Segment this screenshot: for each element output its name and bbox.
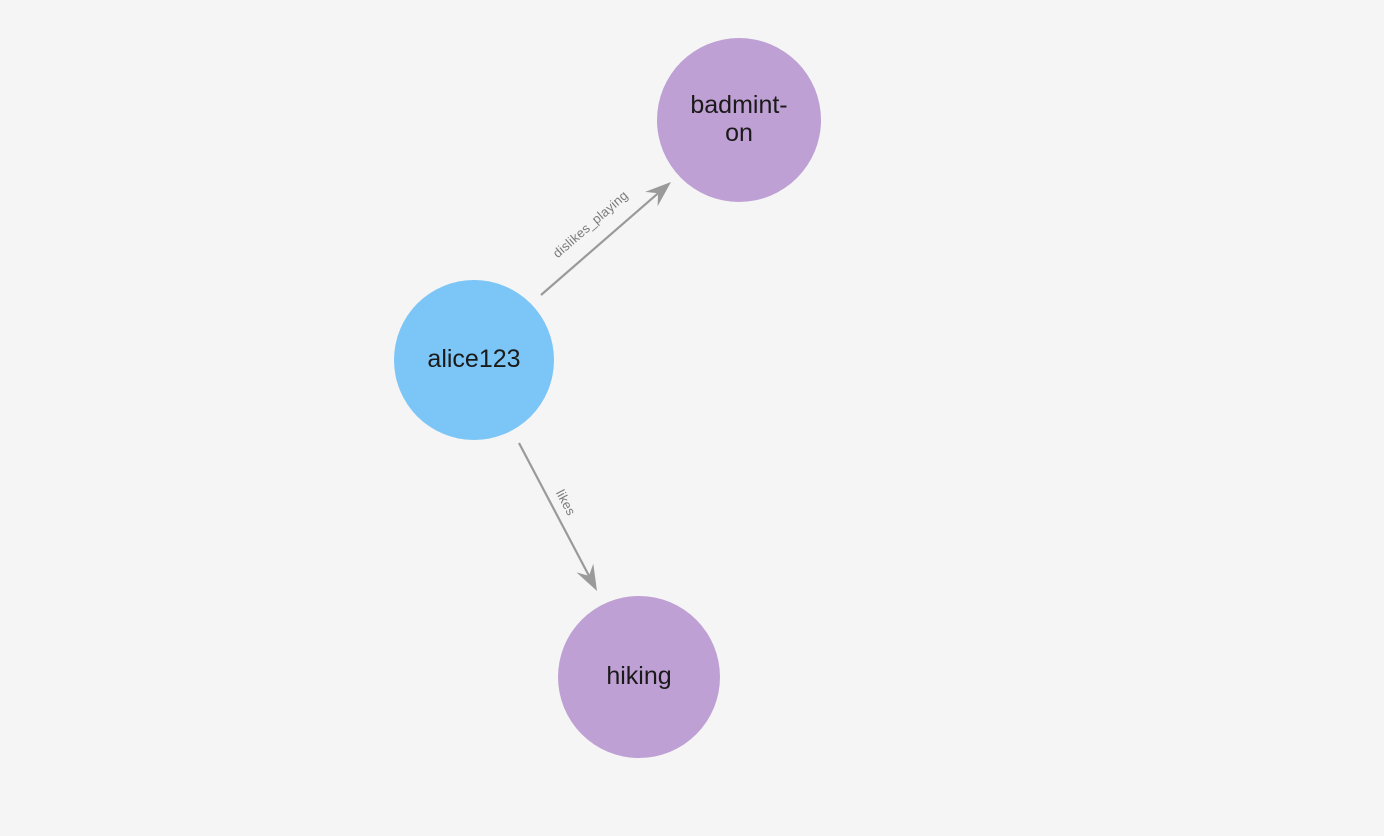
edge-label-dislikes-playing: dislikes_playing (550, 188, 631, 261)
edge-line (540, 191, 660, 296)
arrowhead-icon (645, 182, 671, 207)
node-alice123[interactable]: alice123 (394, 280, 554, 440)
edge-likes[interactable]: likes (518, 442, 597, 591)
node-circle[interactable] (394, 280, 554, 440)
node-circle[interactable] (558, 596, 720, 758)
edge-line (518, 442, 591, 578)
node-badminton[interactable]: badmint-on (657, 38, 821, 202)
node-circle[interactable] (657, 38, 821, 202)
edge-dislikes-playing[interactable]: dislikes_playing (540, 182, 671, 296)
nodes-layer: alice123 badmint-on hiking (394, 38, 821, 758)
arrowhead-icon (576, 563, 597, 591)
node-hiking[interactable]: hiking (558, 596, 720, 758)
